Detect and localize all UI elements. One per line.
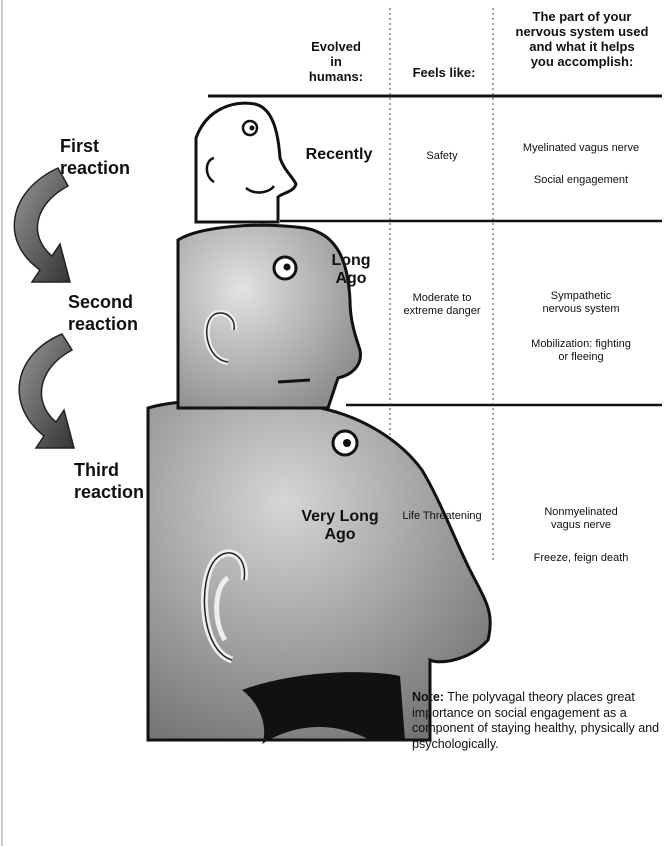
head-recently <box>196 103 296 222</box>
feels-life-threatening: Life Threatening <box>392 510 492 523</box>
reaction-label-second: Second reaction <box>68 292 178 335</box>
footnote: Note: The polyvagal theory places great … <box>412 690 668 753</box>
evolved-long-ago: Long Ago <box>318 252 384 289</box>
evolved-very-long-ago: Very Long Ago <box>290 508 390 545</box>
header-evolved: Evolved in humans: <box>286 40 386 85</box>
feels-safety: Safety <box>394 150 490 163</box>
arrow-second-to-third <box>19 334 74 448</box>
accomplish-row-2: Mobilization: fighting or fleeing <box>498 338 664 363</box>
reaction-label-third: Third reaction <box>74 460 184 503</box>
accomplish-row-1: Social engagement <box>498 174 664 187</box>
header-part: The part of your nervous system used and… <box>496 10 668 70</box>
accomplish-row-3: Freeze, feign death <box>498 552 664 565</box>
system-row-1: Myelinated vagus nerve <box>498 142 664 155</box>
footnote-text: The polyvagal theory places great import… <box>412 690 659 751</box>
reaction-label-first: First reaction <box>60 136 170 179</box>
footnote-label: Note: <box>412 690 444 704</box>
header-feels: Feels like: <box>398 66 490 81</box>
evolved-recently: Recently <box>296 146 382 164</box>
arrow-first-to-second <box>14 168 70 282</box>
system-row-2: Sympathetic nervous system <box>498 290 664 315</box>
system-row-3: Nonmyelinated vagus nerve <box>498 506 664 531</box>
feels-danger: Moderate to extreme danger <box>394 292 490 317</box>
